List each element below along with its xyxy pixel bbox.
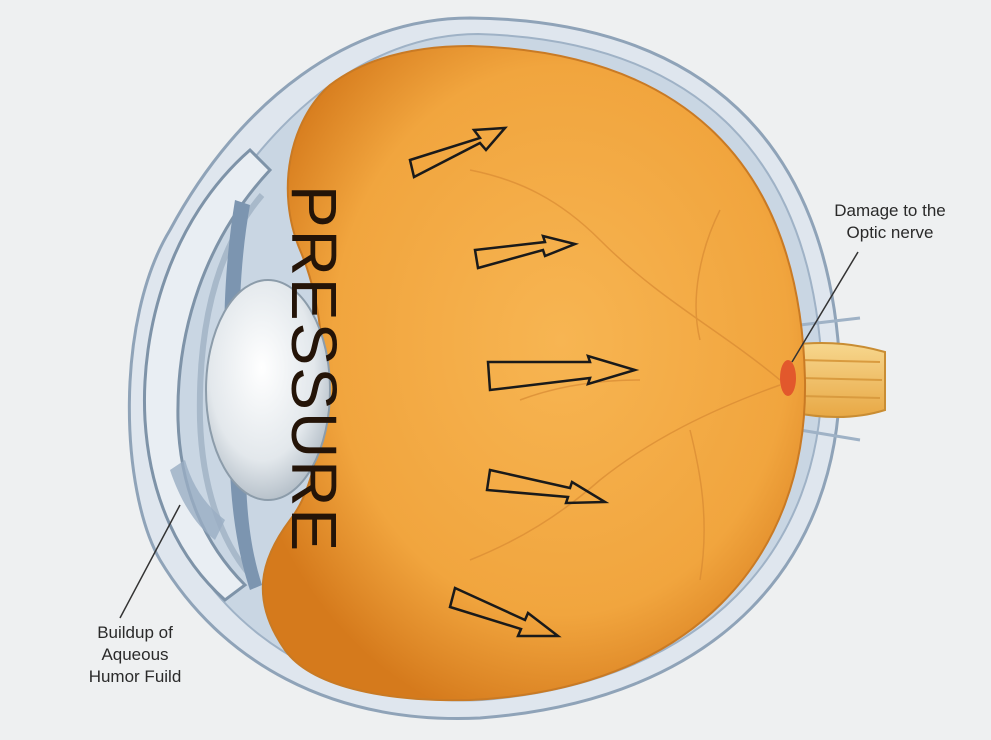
aqueous-label: Buildup of Aqueous Humor Fuild — [40, 622, 230, 688]
aqueous-label-line-1: Buildup of — [40, 622, 230, 644]
optic-damage-spot — [780, 360, 796, 396]
pressure-word: PRESSURE — [278, 185, 350, 553]
aqueous-label-line-2: Aqueous — [40, 644, 230, 666]
optic-nerve-label-line-2: Optic nerve — [800, 222, 980, 244]
optic-nerve-label: Damage to the Optic nerve — [800, 200, 980, 244]
optic-nerve-label-line-1: Damage to the — [800, 200, 980, 222]
aqueous-label-line-3: Humor Fuild — [40, 666, 230, 688]
